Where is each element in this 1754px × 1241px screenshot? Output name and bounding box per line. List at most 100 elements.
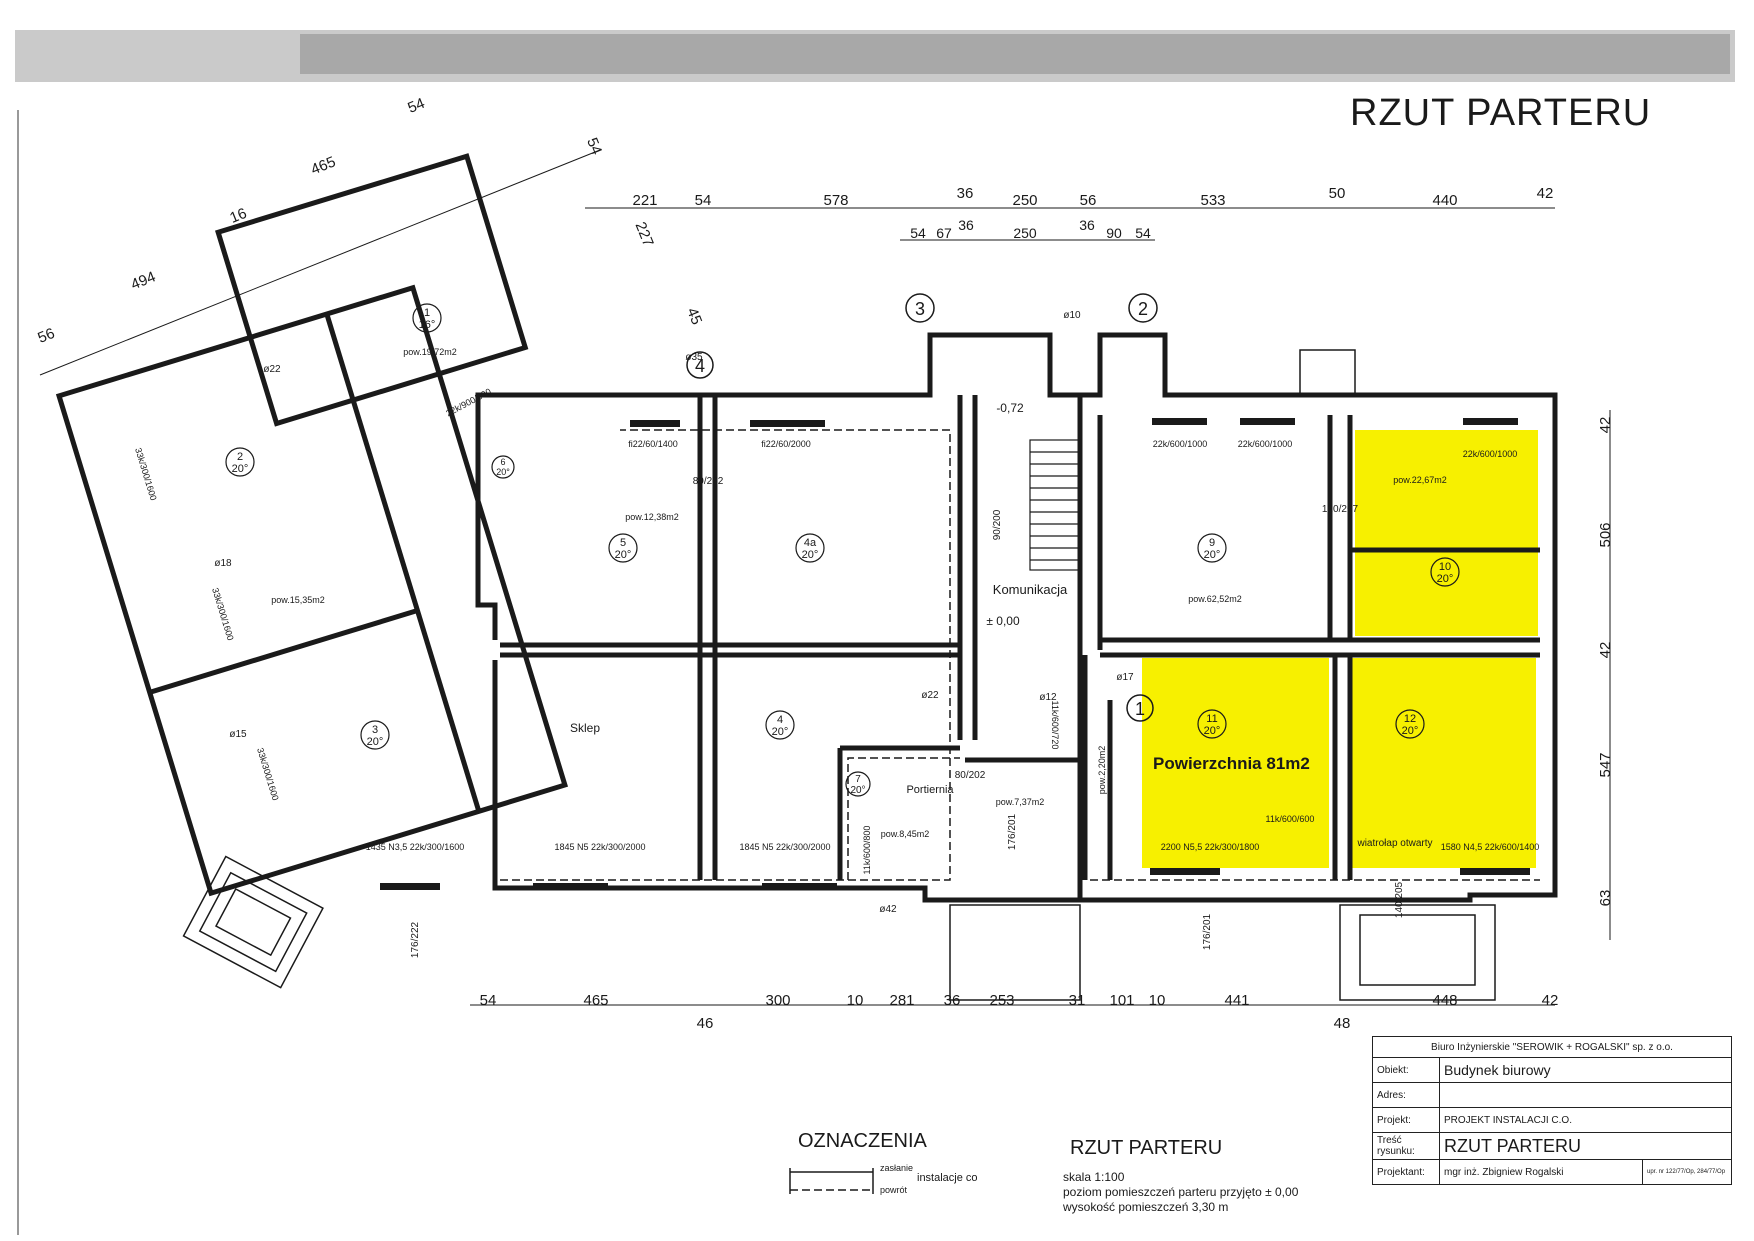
svg-text:578: 578	[823, 192, 848, 209]
svg-text:2200 N5,5 22k/300/1800: 2200 N5,5 22k/300/1800	[1161, 842, 1260, 852]
license-number: upr. nr 122/77/Op, 284/77/Op	[1642, 1159, 1732, 1185]
svg-text:ø12: ø12	[1039, 692, 1057, 703]
svg-text:12: 12	[1404, 713, 1416, 725]
svg-text:253: 253	[989, 992, 1014, 1009]
svg-text:31: 31	[1069, 992, 1086, 1009]
designer-label: Projektant:	[1372, 1159, 1440, 1185]
top-dimensions-2: 54 67 36 250 36 90 54	[910, 217, 1151, 241]
project-label: Projekt:	[1372, 1107, 1440, 1133]
svg-text:22k/900/800: 22k/900/800	[444, 386, 492, 418]
scan-strip-dark	[300, 34, 1730, 74]
svg-text:441: 441	[1224, 992, 1249, 1009]
svg-text:20°: 20°	[772, 726, 789, 738]
radiators	[380, 418, 1530, 890]
drawing-label: Treść rysunku:	[1372, 1132, 1440, 1160]
object-label: Obiekt:	[1372, 1057, 1440, 1083]
dimension-lines	[39, 149, 1611, 1006]
legend-line-2: instalacje co	[917, 1172, 978, 1184]
title-block: Biuro Inżynierskie "SEROWIK + ROGALSKI" …	[1372, 1036, 1732, 1185]
svg-text:4: 4	[777, 714, 783, 726]
svg-text:pow.2,20m2: pow.2,20m2	[1097, 746, 1107, 795]
svg-text:20°: 20°	[232, 463, 249, 475]
svg-text:33k/300/1600: 33k/300/1600	[133, 447, 159, 502]
object-value: Budynek biurowy	[1439, 1057, 1732, 1083]
project-value: PROJEKT INSTALACJI C.O.	[1439, 1107, 1732, 1133]
svg-text:pow.62,52m2: pow.62,52m2	[1188, 594, 1242, 604]
svg-text:56: 56	[1080, 192, 1097, 209]
svg-text:-0,72: -0,72	[996, 401, 1024, 415]
svg-text:wiatrołap otwarty: wiatrołap otwarty	[1356, 838, 1432, 849]
svg-text:7: 7	[855, 774, 861, 785]
svg-text:10: 10	[847, 992, 864, 1009]
axis-labels: 1 2 3 4	[695, 299, 1148, 719]
svg-text:42: 42	[1542, 992, 1559, 1009]
highlight-room-12	[1349, 658, 1536, 868]
svg-text:pow.22,67m2: pow.22,67m2	[1393, 475, 1447, 485]
svg-text:pow.12,38m2: pow.12,38m2	[625, 512, 679, 522]
svg-text:6: 6	[500, 457, 505, 467]
svg-text:20°: 20°	[496, 467, 510, 477]
area-note: Powierzchnia 81m2	[1153, 754, 1310, 773]
svg-text:Komunikacja: Komunikacja	[993, 582, 1068, 597]
svg-text:33k/300/1600: 33k/300/1600	[210, 587, 236, 642]
svg-text:36: 36	[1079, 217, 1095, 233]
svg-text:140/205: 140/205	[1394, 881, 1405, 918]
svg-text:ø10: ø10	[1063, 310, 1081, 321]
svg-text:4: 4	[695, 356, 705, 376]
svg-text:20°: 20°	[1204, 549, 1221, 561]
svg-text:20°: 20°	[1204, 725, 1221, 737]
svg-text:10: 10	[1439, 561, 1451, 573]
svg-text:20°: 20°	[802, 549, 819, 561]
svg-text:80/202: 80/202	[693, 476, 724, 487]
svg-text:50: 50	[1329, 185, 1346, 202]
highlight-room-11	[1142, 658, 1329, 868]
legend-line-sample	[789, 1168, 874, 1194]
svg-text:54: 54	[480, 992, 497, 1009]
svg-text:33k/300/1600: 33k/300/1600	[255, 747, 281, 802]
entrance-steps	[182, 855, 324, 989]
svg-text:11k/600/720: 11k/600/720	[1050, 701, 1060, 750]
svg-text:1845 N5 22k/300/2000: 1845 N5 22k/300/2000	[739, 842, 830, 852]
svg-text:2: 2	[1138, 299, 1148, 319]
svg-text:11k/600/600: 11k/600/600	[1266, 814, 1315, 824]
svg-text:Portiernia: Portiernia	[906, 784, 954, 796]
svg-text:547: 547	[1597, 752, 1614, 777]
svg-text:176/222: 176/222	[410, 921, 421, 958]
pipe-labels: ø22 ø18 ø15 ø17 ø12 ø42 ø35 ø10 ø22	[214, 310, 1134, 915]
legend-title: OZNACZENIA	[798, 1130, 927, 1152]
bottom-dimensions: 54 465 46 300 10 281 36 253 31 101 10 44…	[480, 992, 1559, 1032]
top-dimensions: 221 54 578 36 250 56 533 50 440 42	[632, 185, 1553, 209]
room-names: Sklep Komunikacja Portiernia wiatrołap o…	[570, 401, 1433, 849]
svg-text:1845 N5 22k/300/2000: 1845 N5 22k/300/2000	[554, 842, 645, 852]
svg-text:1580 N4,5 22k/600/1400: 1580 N4,5 22k/600/1400	[1441, 842, 1540, 852]
svg-text:ø15: ø15	[229, 729, 247, 740]
svg-text:9: 9	[1209, 537, 1215, 549]
svg-text:42: 42	[1597, 417, 1614, 434]
svg-text:90: 90	[1106, 225, 1122, 241]
svg-text:1: 1	[1135, 699, 1145, 719]
svg-text:Sklep: Sklep	[570, 721, 600, 735]
legend-line-1: zasłanie	[880, 1163, 914, 1173]
svg-text:3: 3	[372, 724, 378, 736]
svg-text:20°: 20°	[615, 549, 632, 561]
svg-text:2: 2	[237, 451, 243, 463]
svg-text:56: 56	[35, 325, 57, 347]
legend-line-3: powrót	[880, 1185, 908, 1195]
wing-dimensions: 494 16 465 54 54 56 227 45	[35, 95, 705, 347]
address-value	[1439, 1082, 1732, 1108]
rear-steps	[949, 349, 1496, 1001]
svg-text:54: 54	[405, 95, 427, 117]
staircase	[1029, 439, 1081, 571]
svg-text:54: 54	[583, 135, 605, 157]
svg-text:67: 67	[936, 225, 952, 241]
svg-text:90/200: 90/200	[992, 509, 1003, 540]
plan-note-title: RZUT PARTERU	[1070, 1137, 1223, 1159]
rotated-wing	[55, 153, 569, 897]
svg-text:16: 16	[227, 205, 249, 227]
svg-text:22k/600/1000: 22k/600/1000	[1463, 449, 1518, 459]
svg-text:46: 46	[697, 1015, 714, 1032]
highlight-room-10	[1355, 430, 1538, 636]
svg-text:± 0,00: ± 0,00	[986, 614, 1020, 628]
svg-text:ø35: ø35	[685, 352, 703, 363]
drawing-value: RZUT PARTERU	[1439, 1132, 1732, 1160]
